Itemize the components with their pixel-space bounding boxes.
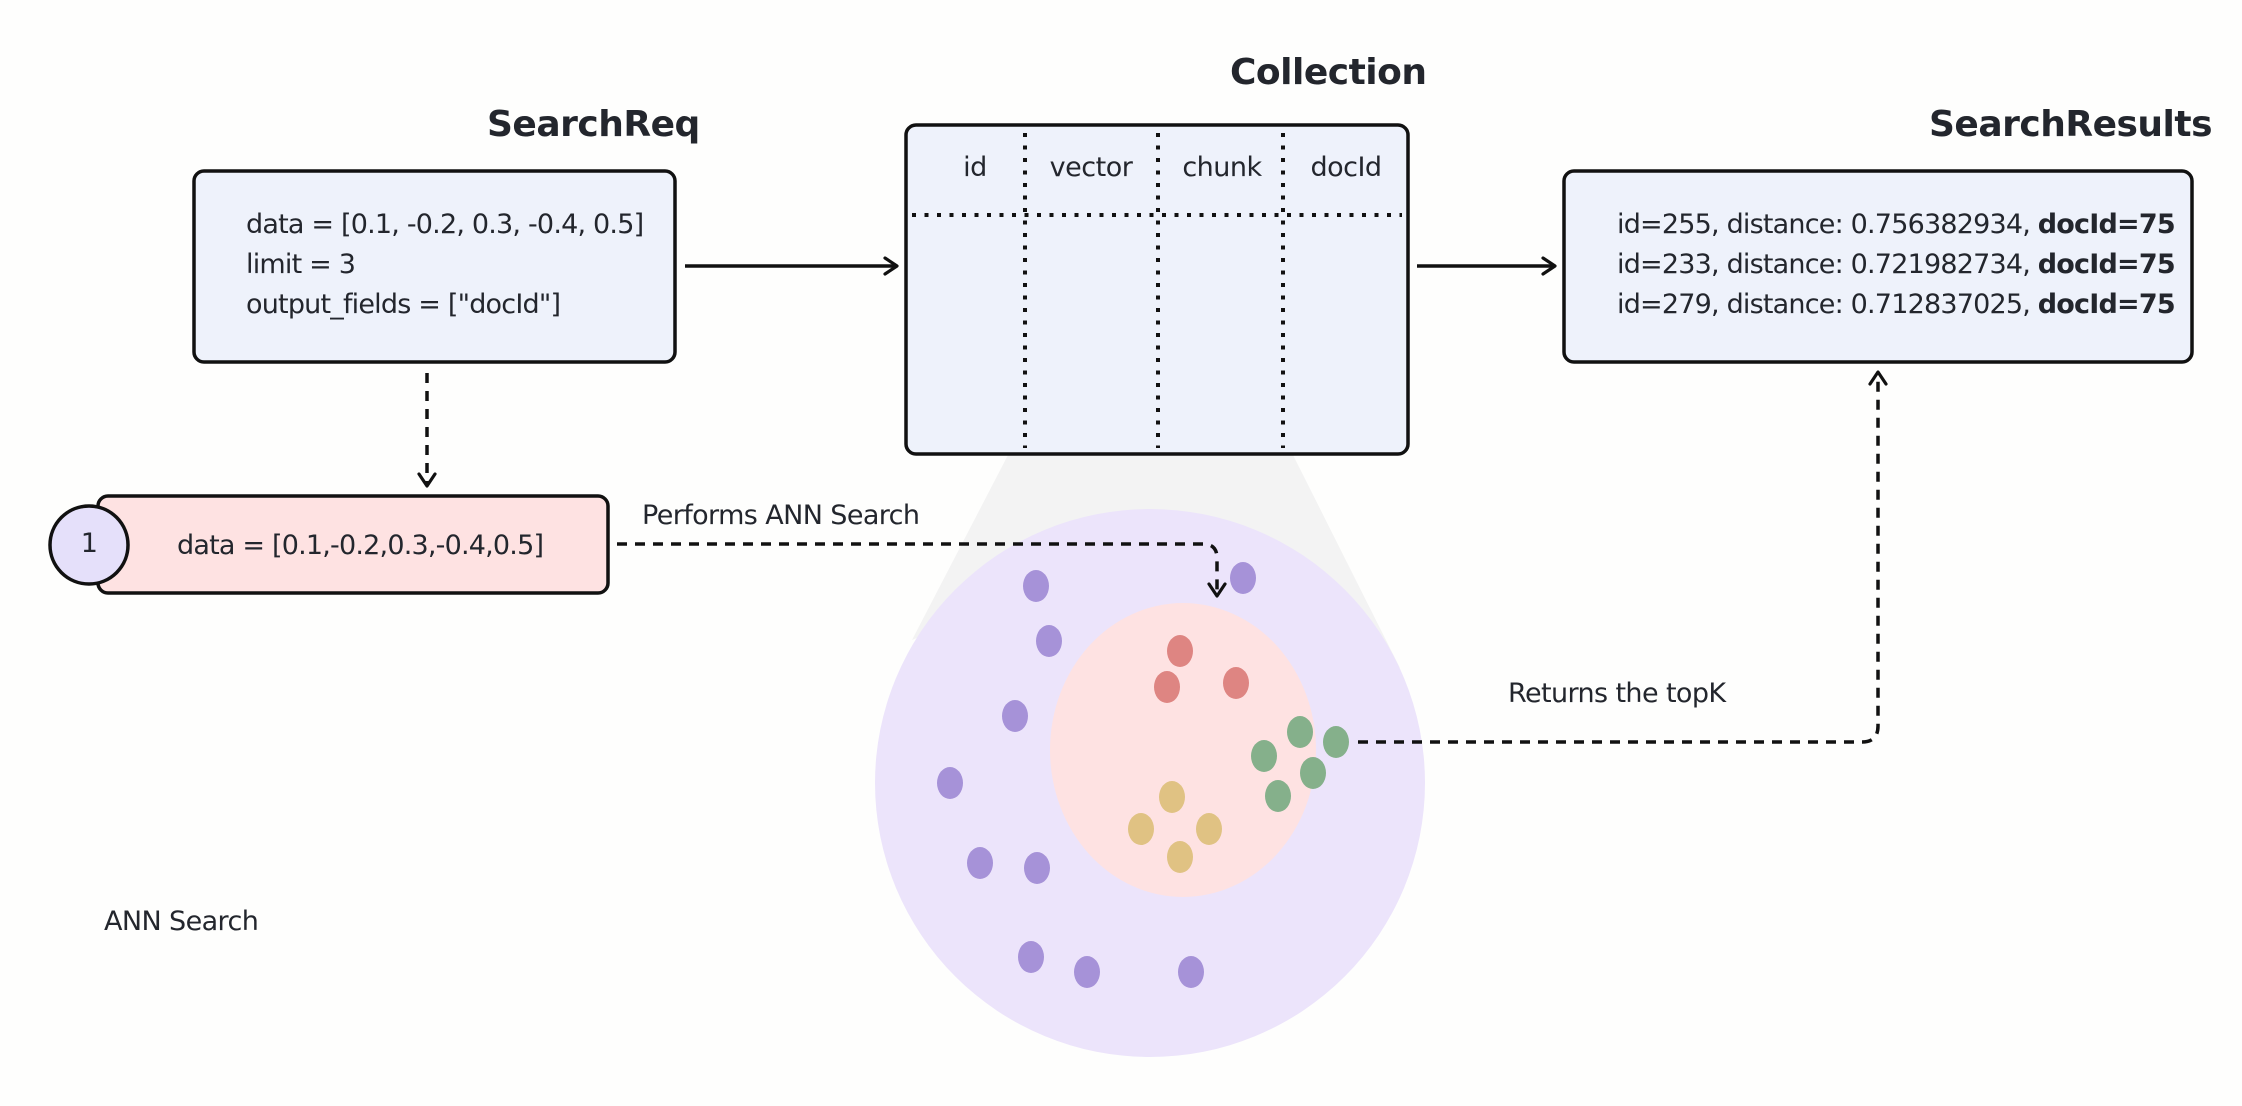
collection-grid [912,133,1402,448]
result-row: id=233, distance: 0.721982734, docId=75 [1617,249,2176,280]
vector-point-green [1323,726,1349,758]
column-header-chunk: chunk [1182,152,1262,183]
returns-topk-label: Returns the topK [1508,678,1726,709]
search-req-title: SearchReq [487,104,700,145]
vector-points [937,562,1349,988]
vector-point-red [1154,671,1180,703]
vector-point-green [1300,757,1326,789]
step-number: 1 [80,528,98,559]
column-header-id: id [963,152,987,183]
vector-point-yellow [1159,781,1185,813]
vector-point-outlier [1230,562,1256,594]
search-results-list: id=255, distance: 0.756382934, docId=75 … [1617,205,2176,325]
vector-point-red [1167,635,1193,667]
vector-point-green [1251,740,1277,772]
vector-point-yellow [1167,841,1193,873]
arrow-ann-search [617,542,1227,598]
performs-ann-search-label: Performs ANN Search [642,500,920,531]
vector-point-outlier [1074,956,1100,988]
vector-point-outlier [1023,570,1049,602]
step-number-circle [48,504,130,586]
search-neighborhood-circle [1050,603,1316,897]
query-vector-text: data = [0.1,-0.2,0.3,-0.4,0.5] [177,530,544,561]
param-limit: limit = 3 [246,249,356,280]
vector-point-outlier [1018,941,1044,973]
diagram-caption: ANN Search [104,906,259,937]
vector-point-outlier [937,767,963,799]
vector-point-green [1265,780,1291,812]
result-docid: docId=75 [2037,289,2176,320]
column-header-docid: docId [1310,152,1382,183]
column-header-vector: vector [1049,152,1133,183]
result-docid: docId=75 [2037,249,2176,280]
vector-point-outlier [1024,852,1050,884]
vector-point-outlier [1002,700,1028,732]
vector-point-yellow [1196,813,1222,845]
param-data: data = [0.1, -0.2, 0.3, -0.4, 0.5] [246,209,644,240]
search-results-title: SearchResults [1929,104,2213,145]
search-results-box [1562,169,2194,364]
search-req-box [192,169,677,364]
vector-point-yellow [1128,813,1154,845]
search-req-params: data = [0.1, -0.2, 0.3, -0.4, 0.5] limit… [246,205,644,325]
vector-point-outlier [967,847,993,879]
arrow-return-topk [1358,370,1888,744]
result-row: id=255, distance: 0.756382934, docId=75 [1617,209,2176,240]
vector-point-red [1223,667,1249,699]
param-output-fields: output_fields = ["docId"] [246,289,561,320]
projection-beam [912,455,1400,668]
result-docid: docId=75 [2037,209,2176,240]
vector-point-outlier [1178,956,1204,988]
vector-point-outlier [1036,625,1062,657]
result-row: id=279, distance: 0.712837025, docId=75 [1617,289,2176,320]
vector-point-green [1287,716,1313,748]
collection-title: Collection [1230,52,1427,93]
